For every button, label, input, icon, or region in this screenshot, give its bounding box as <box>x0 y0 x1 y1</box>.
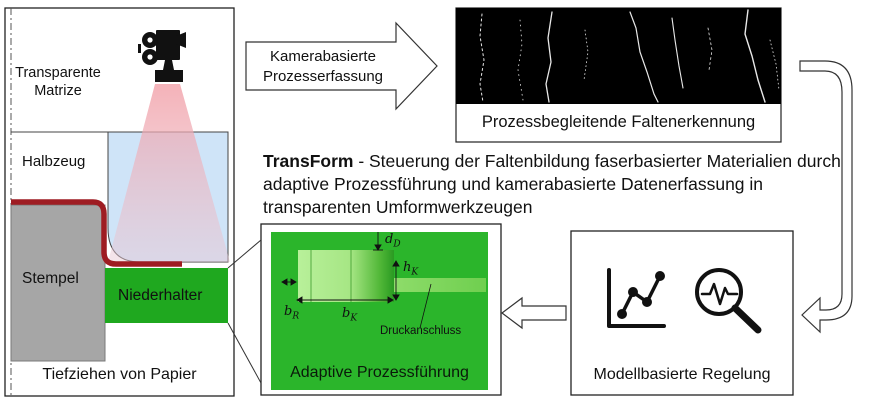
niederhalter-label: Niederhalter <box>118 287 203 304</box>
transform-text: - Steuerung der Faltenbildung faserbasie… <box>263 151 841 217</box>
camera-icon <box>138 30 186 82</box>
symbol-hK-base: h <box>403 260 412 275</box>
transparente-matrize-line-2: Matrize <box>34 83 82 99</box>
fold-lines <box>479 9 780 103</box>
druckanschluss-label: Druckanschluss <box>380 325 462 337</box>
transform-description: TransForm - Steuerung der Faltenbildung … <box>263 150 843 219</box>
symbol-bK-base: b <box>342 306 351 321</box>
symbol-bR: bR <box>284 304 299 322</box>
druckanschluss-tube <box>394 278 486 292</box>
stempel-label: Stempel <box>22 270 79 287</box>
zoom-line-top <box>227 239 262 269</box>
fold-image <box>456 8 781 104</box>
adaptive-caption: Adaptive Prozessführung <box>290 364 469 381</box>
kamera-arrow-line-1: Kamerabasierte <box>270 48 376 65</box>
halbzeug-label: Halbzeug <box>22 153 86 170</box>
line-chart-icon <box>607 268 666 328</box>
symbol-bK-sub: K <box>350 313 358 324</box>
symbol-dD: dD <box>385 232 401 250</box>
kamera-arrow-label: Kamerabasierte Prozesserfassung <box>248 47 398 87</box>
niederhalter <box>105 268 228 323</box>
transparente-matrize-line-1: Transparente <box>15 65 101 81</box>
symbol-dD-base: d <box>385 232 394 247</box>
back-arrow <box>501 296 567 330</box>
kamera-arrow-line-2: Prozesserfassung <box>262 68 384 85</box>
tiefziehen-caption: Tiefziehen von Papier <box>42 366 197 383</box>
symbol-bK: bK <box>342 306 357 324</box>
transform-title: TransForm <box>263 151 354 171</box>
zoom-line-bottom <box>227 322 262 384</box>
symbol-bR-base: b <box>284 304 293 319</box>
magnifier-waveform-icon <box>695 268 762 334</box>
camera-beam <box>108 84 230 262</box>
symbol-dD-sub: D <box>393 239 401 250</box>
symbol-hK: hK <box>403 260 418 278</box>
kamera-arrow <box>245 21 438 111</box>
halbzeug <box>11 199 182 267</box>
dimension-lines <box>281 232 432 329</box>
regelung-caption: Modellbasierte Regelung <box>593 366 771 383</box>
faltenerkennung-caption: Prozessbegleitende Faltenerkennung <box>481 113 756 131</box>
symbol-hK-sub: K <box>411 267 419 278</box>
uturn-arrow <box>799 60 853 334</box>
transparente-matrize-label: Transparente Matrize <box>12 64 104 100</box>
symbol-bR-sub: R <box>292 311 300 322</box>
stempel <box>10 204 106 362</box>
piston-chamber <box>298 250 394 302</box>
